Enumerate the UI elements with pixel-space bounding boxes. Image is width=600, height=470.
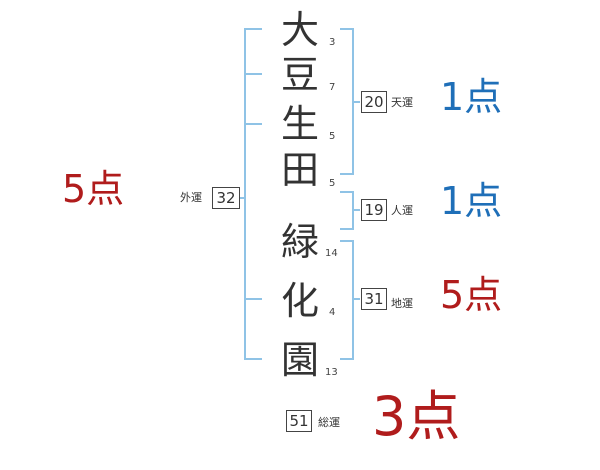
soukaku-value-box: 51 (286, 410, 312, 432)
chikaku-bracket-top (340, 240, 354, 242)
gaikaku-label: 外運 (180, 191, 202, 204)
tenkaku-connector (352, 101, 360, 103)
outer-bracket-bottom (244, 358, 262, 360)
stroke-count-5: 14 (325, 248, 338, 259)
soukaku-score: 3点 (372, 385, 461, 448)
outer-tick-3 (244, 298, 262, 300)
outer-tick-1 (244, 73, 262, 75)
tenkaku-bracket-bottom (340, 173, 354, 175)
stroke-count-1: 3 (329, 37, 336, 48)
name-char-7: 園 (280, 338, 319, 382)
chikaku-value-box: 31 (361, 288, 387, 310)
jinkaku-bracket-top (340, 191, 354, 193)
outer-connector (238, 197, 246, 199)
tenkaku-label: 天運 (391, 96, 413, 109)
tenkaku-value-box: 20 (361, 91, 387, 113)
name-char-3: 生 (280, 102, 319, 146)
name-char-1: 大 (280, 8, 319, 52)
stroke-count-7: 13 (325, 367, 338, 378)
name-char-4: 田 (280, 148, 319, 192)
outer-bracket-vertical (244, 28, 246, 360)
stroke-count-3: 5 (329, 131, 336, 142)
chikaku-bracket-vertical (352, 240, 354, 360)
jinkaku-label: 人運 (391, 204, 413, 217)
chikaku-score: 5点 (440, 273, 503, 317)
chikaku-bracket-bottom (340, 358, 354, 360)
tenkaku-bracket-top (340, 28, 354, 30)
stroke-count-4: 5 (329, 178, 336, 189)
gaikaku-value-box: 32 (212, 187, 240, 209)
outer-tick-2 (244, 123, 262, 125)
gaikaku-score: 5点 (62, 167, 125, 211)
jinkaku-value-box: 19 (361, 199, 387, 221)
jinkaku-connector (352, 209, 360, 211)
chikaku-connector (352, 298, 360, 300)
name-char-2: 豆 (280, 53, 319, 97)
jinkaku-bracket-bottom (340, 228, 354, 230)
name-char-6: 化 (280, 279, 319, 323)
stroke-count-2: 7 (329, 82, 336, 93)
jinkaku-score: 1点 (440, 179, 503, 223)
tenkaku-score: 1点 (440, 75, 503, 119)
chikaku-label: 地運 (391, 297, 413, 310)
soukaku-label: 総運 (318, 416, 340, 429)
outer-bracket-top (244, 28, 262, 30)
stroke-count-6: 4 (329, 307, 336, 318)
name-char-5: 緑 (280, 220, 319, 264)
